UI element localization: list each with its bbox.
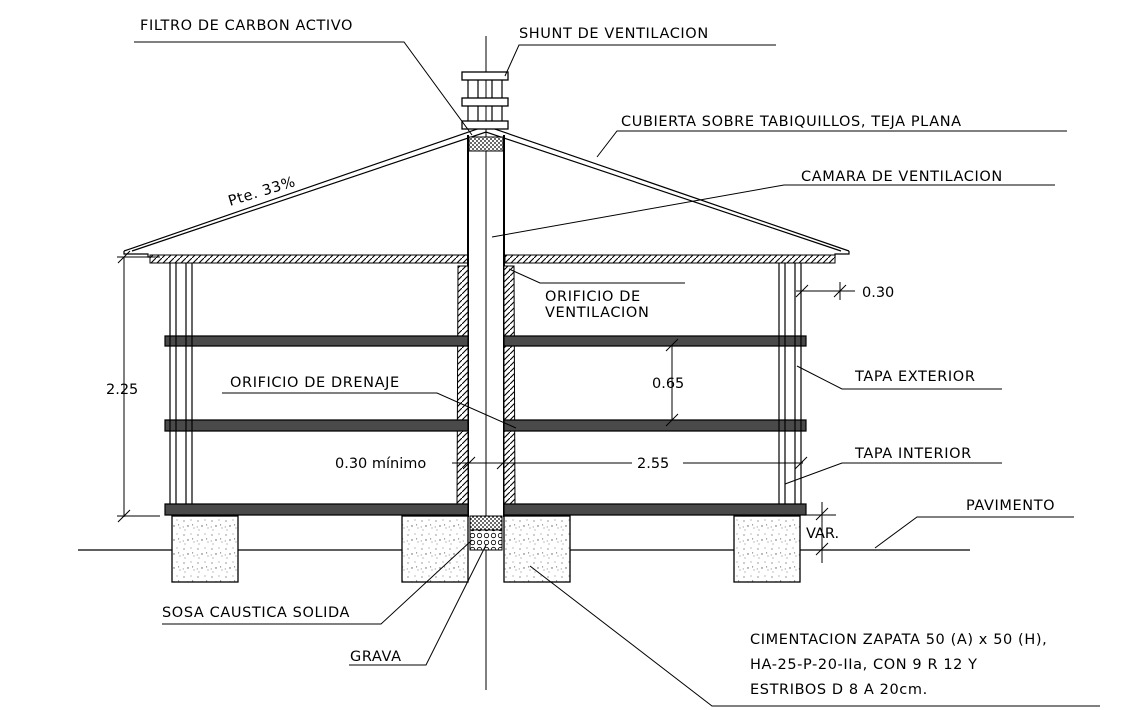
dim-var: VAR. xyxy=(806,526,839,542)
label-cubierta: CUBIERTA SOBRE TABIQUILLOS, TEJA PLANA xyxy=(621,114,962,130)
label-camara: CAMARA DE VENTILACION xyxy=(801,169,1003,185)
label-orificio-drenaje: ORIFICIO DE DRENAJE xyxy=(230,375,400,391)
label-tapa-exterior: TAPA EXTERIOR xyxy=(854,369,976,385)
dim-ancho: 2.55 xyxy=(637,456,669,472)
label-filtro-carbon: FILTRO DE CARBON ACTIVO xyxy=(140,18,353,34)
label-pavimento: PAVIMENTO xyxy=(966,498,1055,514)
label-orificio-ventilacion-line1: ORIFICIO DE xyxy=(545,289,641,305)
dim-tapa: 0.30 xyxy=(862,285,894,301)
dim-minimo: 0.30 mínimo xyxy=(335,456,426,472)
label-shunt: SHUNT DE VENTILACION xyxy=(519,26,709,42)
ventilation-shunt xyxy=(461,36,509,690)
label-pendiente: Pte. 33% xyxy=(226,174,297,210)
label-sosa-caustica: SOSA CAUSTICA SOLIDA xyxy=(162,605,350,621)
label-cimentacion-line3: ESTRIBOS D 8 A 20cm. xyxy=(750,682,928,698)
label-tapa-interior: TAPA INTERIOR xyxy=(854,446,972,462)
label-cimentacion-line2: HA-25-P-20-IIa, CON 9 R 12 Y xyxy=(750,657,978,673)
slabs xyxy=(164,335,807,516)
label-orificio-ventilacion-line2: VENTILACION xyxy=(545,305,649,321)
labels: FILTRO DE CARBON ACTIVO SHUNT DE VENTILA… xyxy=(106,18,1055,698)
label-grava: GRAVA xyxy=(350,649,402,665)
dim-separacion: 0.65 xyxy=(652,376,684,392)
dim-altura-total: 2.25 xyxy=(106,382,138,398)
label-cimentacion-line1: CIMENTACION ZAPATA 50 (A) x 50 (H), xyxy=(750,632,1047,648)
outer-walls xyxy=(169,263,802,504)
dimension-lines xyxy=(117,250,855,563)
leader-lines xyxy=(134,41,1100,707)
